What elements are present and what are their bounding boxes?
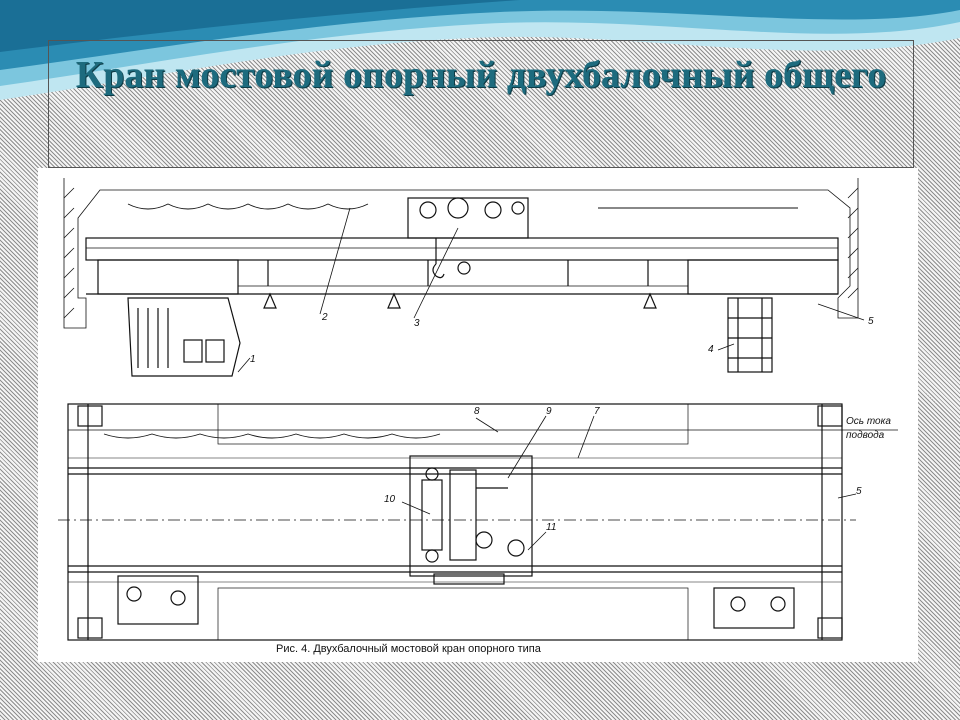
travel-mechanisms [77, 405, 843, 639]
decorative-wave-header [0, 0, 960, 100]
axis-label-line1: Ось тока [846, 416, 891, 427]
part-number-10: 10 [384, 494, 396, 505]
part-number-9: 9 [546, 406, 552, 417]
title-frame [48, 40, 914, 168]
operator-cabin [127, 297, 241, 377]
trolley-elevation [407, 197, 529, 279]
part-number-5-top: 5 [868, 316, 874, 327]
lamps [263, 292, 657, 309]
part-number-4: 4 [708, 344, 714, 355]
festoon-cable [127, 203, 798, 210]
left-wall [63, 178, 478, 329]
axis-label-line2: подвода [846, 430, 885, 441]
part-number-8: 8 [474, 406, 480, 417]
part-number-1: 1 [250, 354, 256, 365]
part-number-5-bottom: 5 [856, 486, 862, 497]
bridge-plan [67, 403, 843, 641]
slide-title: Кран мостовой опорный двухбалочный общег… [75, 54, 887, 96]
part-number-11: 11 [546, 522, 556, 533]
bridge-girder-elevation [85, 237, 839, 295]
crane-drawing-svg: 1 2 3 4 5 8 9 7 10 11 5 Ось тока подвода… [58, 178, 898, 655]
part-number-7: 7 [594, 406, 600, 417]
trolley-plan [409, 455, 533, 585]
part-number-2: 2 [321, 312, 328, 323]
crane-drawing: 1 2 3 4 5 8 9 7 10 11 5 Ось тока подвода… [38, 168, 918, 662]
figure-caption: Рис. 4. Двухбалочный мостовой кран опорн… [276, 643, 542, 655]
leader-lines-bottom [401, 415, 857, 551]
part-number-3: 3 [414, 318, 420, 329]
right-wall [478, 178, 859, 319]
leader-lines-top [237, 207, 865, 373]
access-ladder [727, 297, 773, 373]
plan-festoon-cable [103, 433, 441, 439]
